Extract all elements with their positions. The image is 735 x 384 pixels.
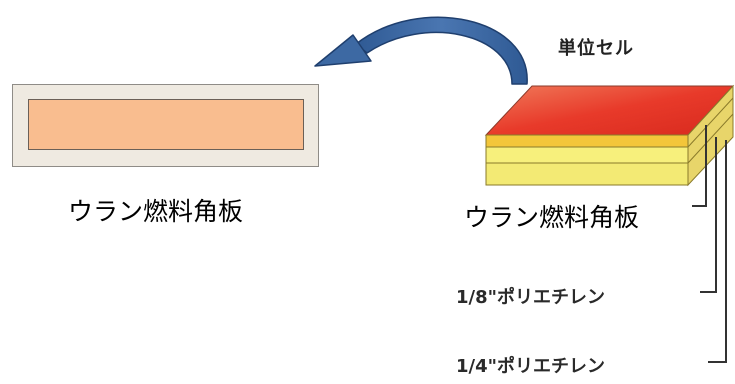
unit-cell-label: 単位セル xyxy=(558,38,634,59)
right-plate-label: ウラン燃料角板 xyxy=(464,203,640,232)
leader-lines xyxy=(692,125,727,363)
left-plate-label: ウラン燃料角板 xyxy=(68,197,244,226)
polyethylene-1-8-label: 1/8"ポリエチレン xyxy=(456,287,606,308)
fuel-plate xyxy=(28,99,304,150)
unit-cell-block xyxy=(484,84,735,187)
fuel-plate-frame xyxy=(12,84,319,167)
polyethylene-1-4-label: 1/4"ポリエチレン xyxy=(456,356,606,377)
curved-arrow xyxy=(314,16,528,85)
